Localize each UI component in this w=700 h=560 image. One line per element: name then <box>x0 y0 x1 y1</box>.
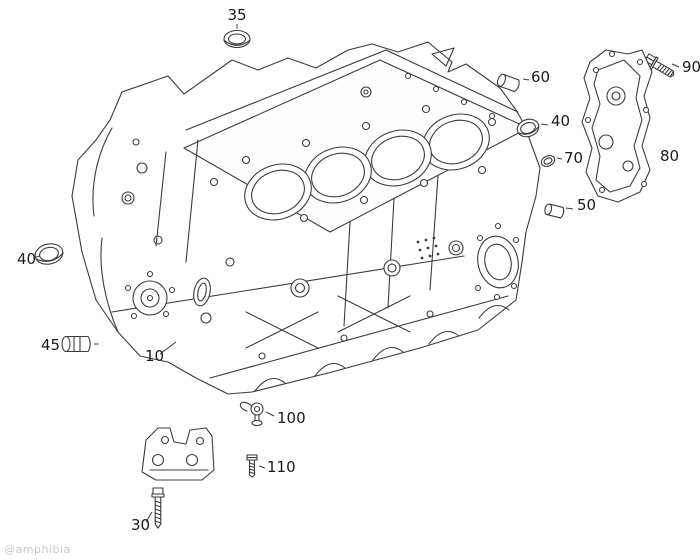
callout-70: 70 <box>564 149 583 167</box>
dowel-pin-50-part <box>544 203 565 219</box>
support-bracket-part <box>141 427 215 481</box>
callout-40-right: 40 <box>551 112 570 130</box>
bushing-45-part <box>61 335 91 353</box>
rear-seal-opening <box>474 222 520 301</box>
callout-100: 100 <box>277 409 306 427</box>
callout-35: 35 <box>227 6 246 24</box>
drain-fitting-100-part <box>239 401 264 427</box>
end-cover-plate-80-part <box>581 49 653 203</box>
callout-80: 80 <box>660 147 679 165</box>
watermark: @amphibia <box>4 543 71 556</box>
callout-30: 30 <box>131 516 150 534</box>
timing-end <box>92 127 211 333</box>
leader-lines <box>35 24 680 523</box>
dowel-sleeve-60-part <box>496 73 520 93</box>
callout-110: 110 <box>267 458 296 476</box>
callout-90: 90 <box>682 58 700 76</box>
callout-labels: 35 60 40 70 50 90 80 40 45 10 100 110 30 <box>17 6 700 534</box>
dot-pattern <box>416 236 440 260</box>
cylinder-bores <box>244 113 490 221</box>
engine-block-drawing <box>71 41 541 395</box>
callout-50: 50 <box>577 196 596 214</box>
bearing-arches <box>254 304 510 392</box>
bolt-110-part <box>246 454 258 478</box>
callout-60: 60 <box>531 68 550 86</box>
cup-plug-40-right-part <box>516 118 540 138</box>
callout-40-left: 40 <box>17 250 36 268</box>
seal-ring-40-left-part <box>34 243 64 265</box>
core-plugs <box>290 240 464 298</box>
ring-70-part <box>540 155 556 167</box>
callout-10: 10 <box>145 347 164 365</box>
head-bolt-holes <box>209 104 497 223</box>
screw-30-part <box>151 487 165 529</box>
callout-45: 45 <box>41 336 60 354</box>
seal-ring-35-part <box>223 29 251 49</box>
